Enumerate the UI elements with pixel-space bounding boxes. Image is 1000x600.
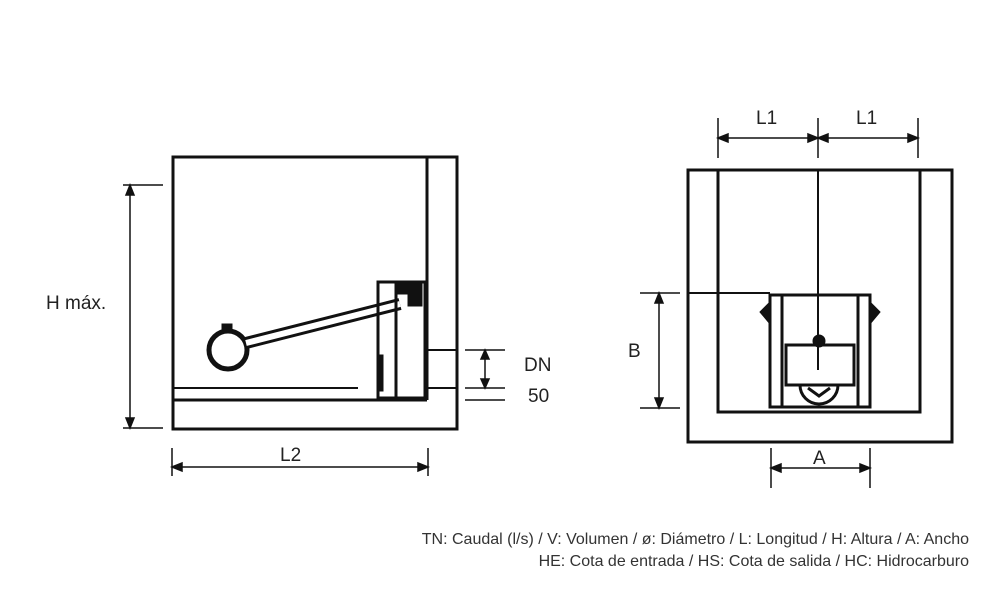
dn-label: DN: [524, 355, 552, 376]
l1-dimension: [715, 118, 921, 158]
dn-dimension: [465, 348, 505, 401]
l2-dimension: [169, 448, 431, 476]
right-tank-front-view: [686, 168, 954, 444]
h-dimension: [123, 182, 163, 431]
float-valve: [206, 280, 427, 400]
l1-right-label: L1: [856, 108, 878, 129]
left-tank-side-view: [171, 155, 459, 431]
a-label: A: [813, 448, 826, 469]
valve-assembly: [759, 293, 881, 409]
l1-left-label: L1: [756, 108, 778, 129]
b-label: B: [628, 341, 641, 362]
caption-line-1: TN: Caudal (l/s) / V: Volumen / ø: Diáme…: [421, 531, 969, 548]
l2-label: L2: [280, 445, 302, 466]
h-max-label: H máx.: [46, 293, 107, 314]
a-dimension: [768, 448, 873, 488]
caption-line-2: HE: Cota de entrada / HS: Cota de salida…: [538, 553, 969, 570]
b-dimension: [640, 290, 680, 411]
dn-value: 50: [528, 386, 550, 407]
